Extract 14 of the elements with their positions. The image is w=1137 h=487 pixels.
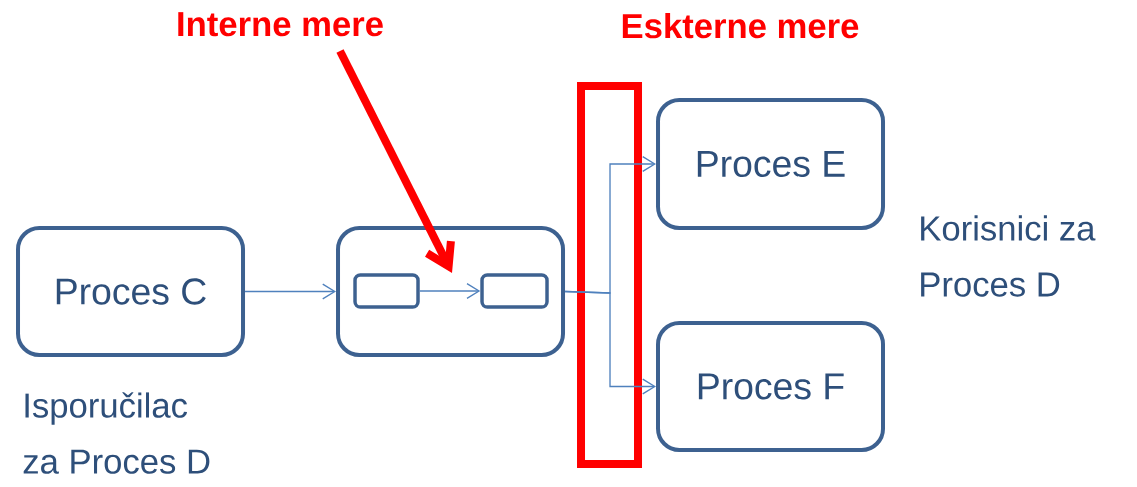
process-box: Proces E (656, 98, 885, 230)
small-box (353, 273, 420, 309)
process-box: Proces C (16, 226, 245, 357)
process-box: Proces F (656, 321, 885, 452)
heading: Eskterne mere (622, 12, 859, 39)
arrow (419, 283, 481, 299)
arrow (336, 49, 455, 273)
process-box (336, 226, 565, 357)
caption: Korisnici za Proces D (921, 215, 1096, 297)
heading: Interne mere (178, 12, 383, 37)
small-box (480, 273, 549, 309)
caption: Isporučilac za Proces D (23, 392, 210, 474)
arrow (244, 283, 336, 300)
arrow (564, 290, 656, 395)
